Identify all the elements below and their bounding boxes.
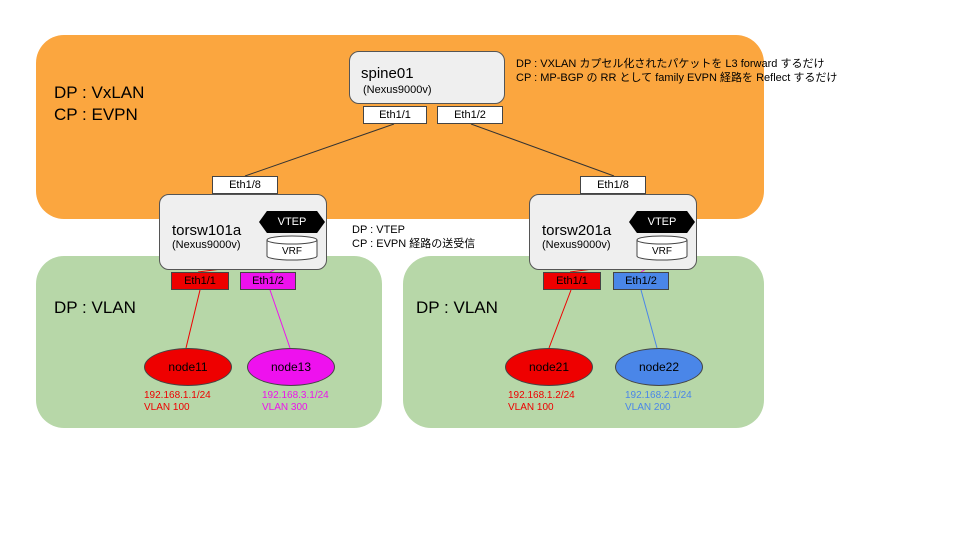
spine-note-cp: CP : MP-BGP の RR として family EVPN 経路を Ref…	[516, 72, 838, 84]
switch-model: (Nexus9000v)	[363, 84, 432, 96]
tor1-port-eth1-2[interactable]: Eth1/2	[240, 272, 296, 290]
vrf-cylinder: VRF	[266, 235, 318, 261]
switch-name: torsw201a	[542, 222, 612, 239]
spine-note-dp: DP : VXLAN カプセル化されたパケットを L3 forward するだけ	[516, 58, 825, 70]
node21-ip: 192.168.1.2/24	[508, 390, 575, 401]
node22-ip: 192.168.2.1/24	[625, 390, 692, 401]
node13[interactable]: node13	[247, 348, 335, 386]
node13-ip: 192.168.3.1/24	[262, 390, 329, 401]
node11-ip: 192.168.1.1/24	[144, 390, 211, 401]
region-top-cp-label: CP : EVPN	[54, 105, 138, 124]
switch-name: spine01	[361, 65, 414, 82]
torsw101a-switch[interactable]: torsw101a (Nexus9000v) VTEP VRF	[159, 194, 327, 270]
vrf-cylinder: VRF	[636, 235, 688, 261]
vrf-label: VRF	[652, 246, 672, 257]
tor-note-dp: DP : VTEP	[352, 224, 405, 236]
spine-port-eth1-2[interactable]: Eth1/2	[437, 106, 503, 124]
link-spine-tor1	[244, 123, 395, 177]
vrf-label: VRF	[282, 246, 302, 257]
cylinder-icon	[636, 235, 688, 261]
node11[interactable]: node11	[144, 348, 232, 386]
region-left-dp-label: DP : VLAN	[54, 298, 136, 317]
vtep-badge: VTEP	[629, 211, 695, 233]
tor1-uplink-eth1-8[interactable]: Eth1/8	[212, 176, 278, 194]
node13-vlan: VLAN 300	[262, 402, 308, 413]
spine01-switch[interactable]: spine01 (Nexus9000v)	[349, 51, 505, 104]
node22-vlan: VLAN 200	[625, 402, 671, 413]
switch-model: (Nexus9000v)	[172, 239, 241, 251]
link-tor1-node11	[185, 289, 201, 349]
link-tor1-node13	[269, 289, 291, 349]
switch-name: torsw101a	[172, 222, 242, 239]
tor-note-cp: CP : EVPN 経路の送受信	[352, 238, 476, 250]
tor2-port-eth1-2[interactable]: Eth1/2	[613, 272, 669, 290]
vtep-badge: VTEP	[259, 211, 325, 233]
link-spine-tor2	[470, 123, 615, 177]
link-tor2-node22	[640, 289, 658, 349]
switch-model: (Nexus9000v)	[542, 239, 611, 251]
spine-port-eth1-1[interactable]: Eth1/1	[363, 106, 427, 124]
tor2-port-eth1-1[interactable]: Eth1/1	[543, 272, 601, 290]
tor2-uplink-eth1-8[interactable]: Eth1/8	[580, 176, 646, 194]
region-top-dp-label: DP : VxLAN	[54, 83, 145, 102]
node11-vlan: VLAN 100	[144, 402, 190, 413]
link-tor2-node21	[548, 289, 572, 349]
node21-vlan: VLAN 100	[508, 402, 554, 413]
node22[interactable]: node22	[615, 348, 703, 386]
cylinder-icon	[266, 235, 318, 261]
node21[interactable]: node21	[505, 348, 593, 386]
tor1-port-eth1-1[interactable]: Eth1/1	[171, 272, 229, 290]
torsw201a-switch[interactable]: torsw201a (Nexus9000v) VTEP VRF	[529, 194, 697, 270]
region-right-dp-label: DP : VLAN	[416, 298, 498, 317]
